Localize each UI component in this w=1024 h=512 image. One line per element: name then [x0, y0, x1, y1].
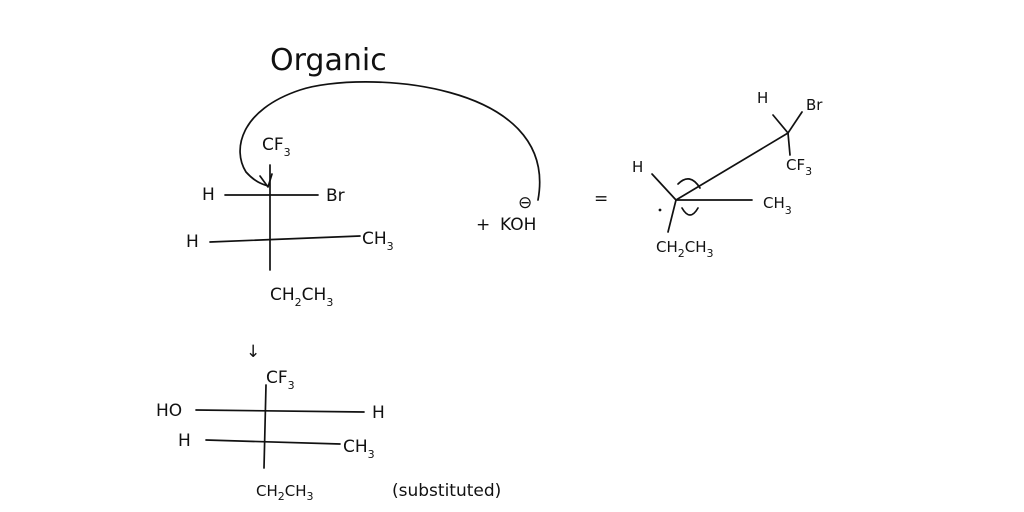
- upper-cf3-bond: [787, 132, 791, 156]
- lower-ch3: CH3: [763, 194, 792, 217]
- reactant-row2-left: H: [186, 232, 199, 252]
- product-row1-left: HO: [156, 401, 182, 421]
- product-row2-right: CH3: [343, 437, 375, 461]
- reactant-row2-right: CH3: [362, 229, 394, 253]
- equals-sign: =: [594, 189, 608, 209]
- perspective-structure: H Br CF3 H CH3 CH2CH3: [632, 89, 823, 260]
- product-row1-right: H: [372, 403, 385, 423]
- reactant-fischer: CF3 H Br H CH3 CH2CH3: [186, 135, 394, 309]
- reagent: ⊖ + KOH =: [476, 189, 608, 235]
- curved-arrow: [239, 81, 541, 201]
- hydroxide-charge: ⊖: [518, 193, 532, 213]
- lower-ethyl: CH2CH3: [656, 238, 714, 260]
- lower-h-bond: [651, 173, 677, 201]
- down-arrow: ↓: [246, 342, 260, 362]
- product-bottom-group: CH2CH3: [256, 482, 314, 503]
- attack-arc: [677, 178, 701, 189]
- substituted-note: (substituted): [392, 481, 501, 501]
- product-row1-bond: [195, 409, 365, 413]
- product-vertical-bond: [263, 384, 267, 469]
- product-row2-bond: [205, 439, 341, 445]
- product-top-group: CF3: [266, 368, 295, 392]
- perspective-cc-bond: [675, 132, 789, 201]
- lower-h: H: [632, 158, 643, 176]
- reactant-bottom-group: CH2CH3: [270, 285, 333, 309]
- reactant-row1-left: H: [202, 185, 215, 205]
- plus-sign: +: [476, 215, 490, 235]
- product-row2-left: H: [178, 431, 191, 451]
- reactant-row1-right: Br: [326, 186, 345, 206]
- title: Organic: [270, 43, 387, 78]
- reactant-top-group: CF3: [262, 135, 291, 159]
- upper-cf3: CF3: [786, 156, 812, 178]
- upper-br-bond: [787, 111, 803, 134]
- lower-ethyl-bond: [667, 199, 677, 233]
- leaving-arc: [681, 207, 699, 216]
- upper-h: H: [757, 89, 768, 107]
- reagent-koh: KOH: [500, 215, 536, 235]
- dot-mark: [658, 208, 662, 212]
- reactant-row2-bond: [209, 235, 361, 243]
- product-fischer: ↓ CF3 HO H H CH3 CH2CH3 (substituted): [156, 342, 501, 503]
- upper-h-bond: [772, 114, 789, 134]
- upper-br: Br: [806, 96, 823, 114]
